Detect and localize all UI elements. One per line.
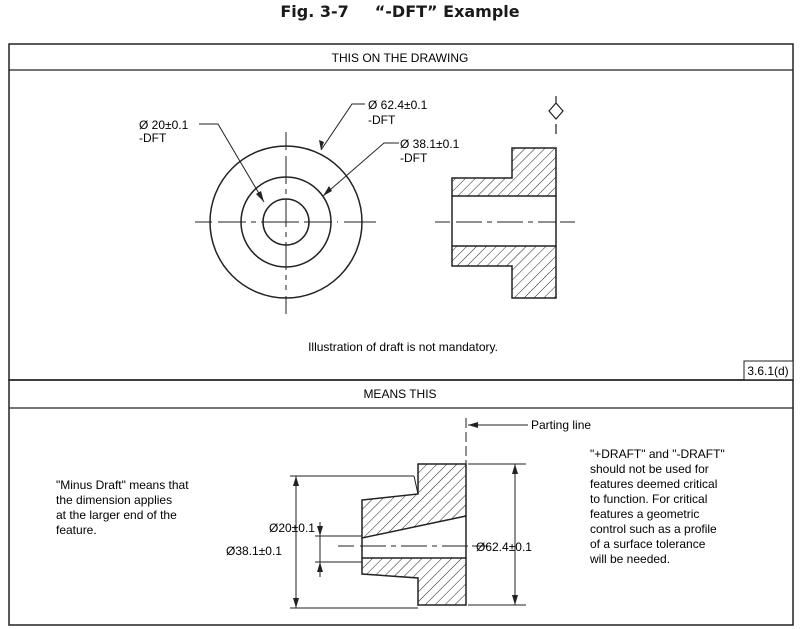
figure-number: Fig. 3-7 — [280, 2, 349, 21]
datum-diamond-symbol — [548, 96, 564, 134]
bottom-dimension-lines — [290, 463, 526, 609]
dim-mid-diameter: Ø 38.1±0.1 — [400, 137, 460, 151]
bottom-section-view — [338, 463, 488, 606]
end-view-circles — [195, 132, 376, 314]
dim-large-modifier: -DFT — [368, 113, 396, 127]
dim-small-diameter: Ø 20±0.1 — [139, 118, 189, 132]
top-leaders — [199, 103, 399, 203]
dim-20-diameter: Ø20±0.1 — [269, 521, 315, 535]
top-panel: THIS ON THE DRAWING 3.6.1(d) — [8, 43, 794, 381]
dim-small-modifier: -DFT — [139, 131, 167, 145]
minus-draft-note: "Minus Draft" means that the dimension a… — [56, 478, 192, 537]
dim-38-diameter: Ø38.1±0.1 — [226, 544, 282, 558]
dim-large-diameter: Ø 62.4±0.1 — [368, 98, 428, 112]
top-panel-header: THIS ON THE DRAWING — [332, 51, 469, 65]
bottom-panel: MEANS THIS — [8, 379, 794, 626]
section-reference: 3.6.1(d) — [747, 364, 788, 378]
draft-critical-note: "+DRAFT" and "-DRAFT" should not be used… — [589, 447, 728, 566]
dim-mid-modifier: -DFT — [400, 151, 428, 165]
section-view — [435, 147, 575, 299]
dim-62-diameter: Ø62.4±0.1 — [476, 540, 532, 554]
figure-title: Fig. 3-7 “-DFT” Example — [0, 2, 800, 21]
figure-name: “-DFT” Example — [374, 2, 520, 21]
draft-illustration-note: Illustration of draft is not mandatory. — [308, 340, 498, 354]
parting-line-label: Parting line — [531, 418, 591, 432]
bottom-panel-header: MEANS THIS — [363, 387, 436, 401]
